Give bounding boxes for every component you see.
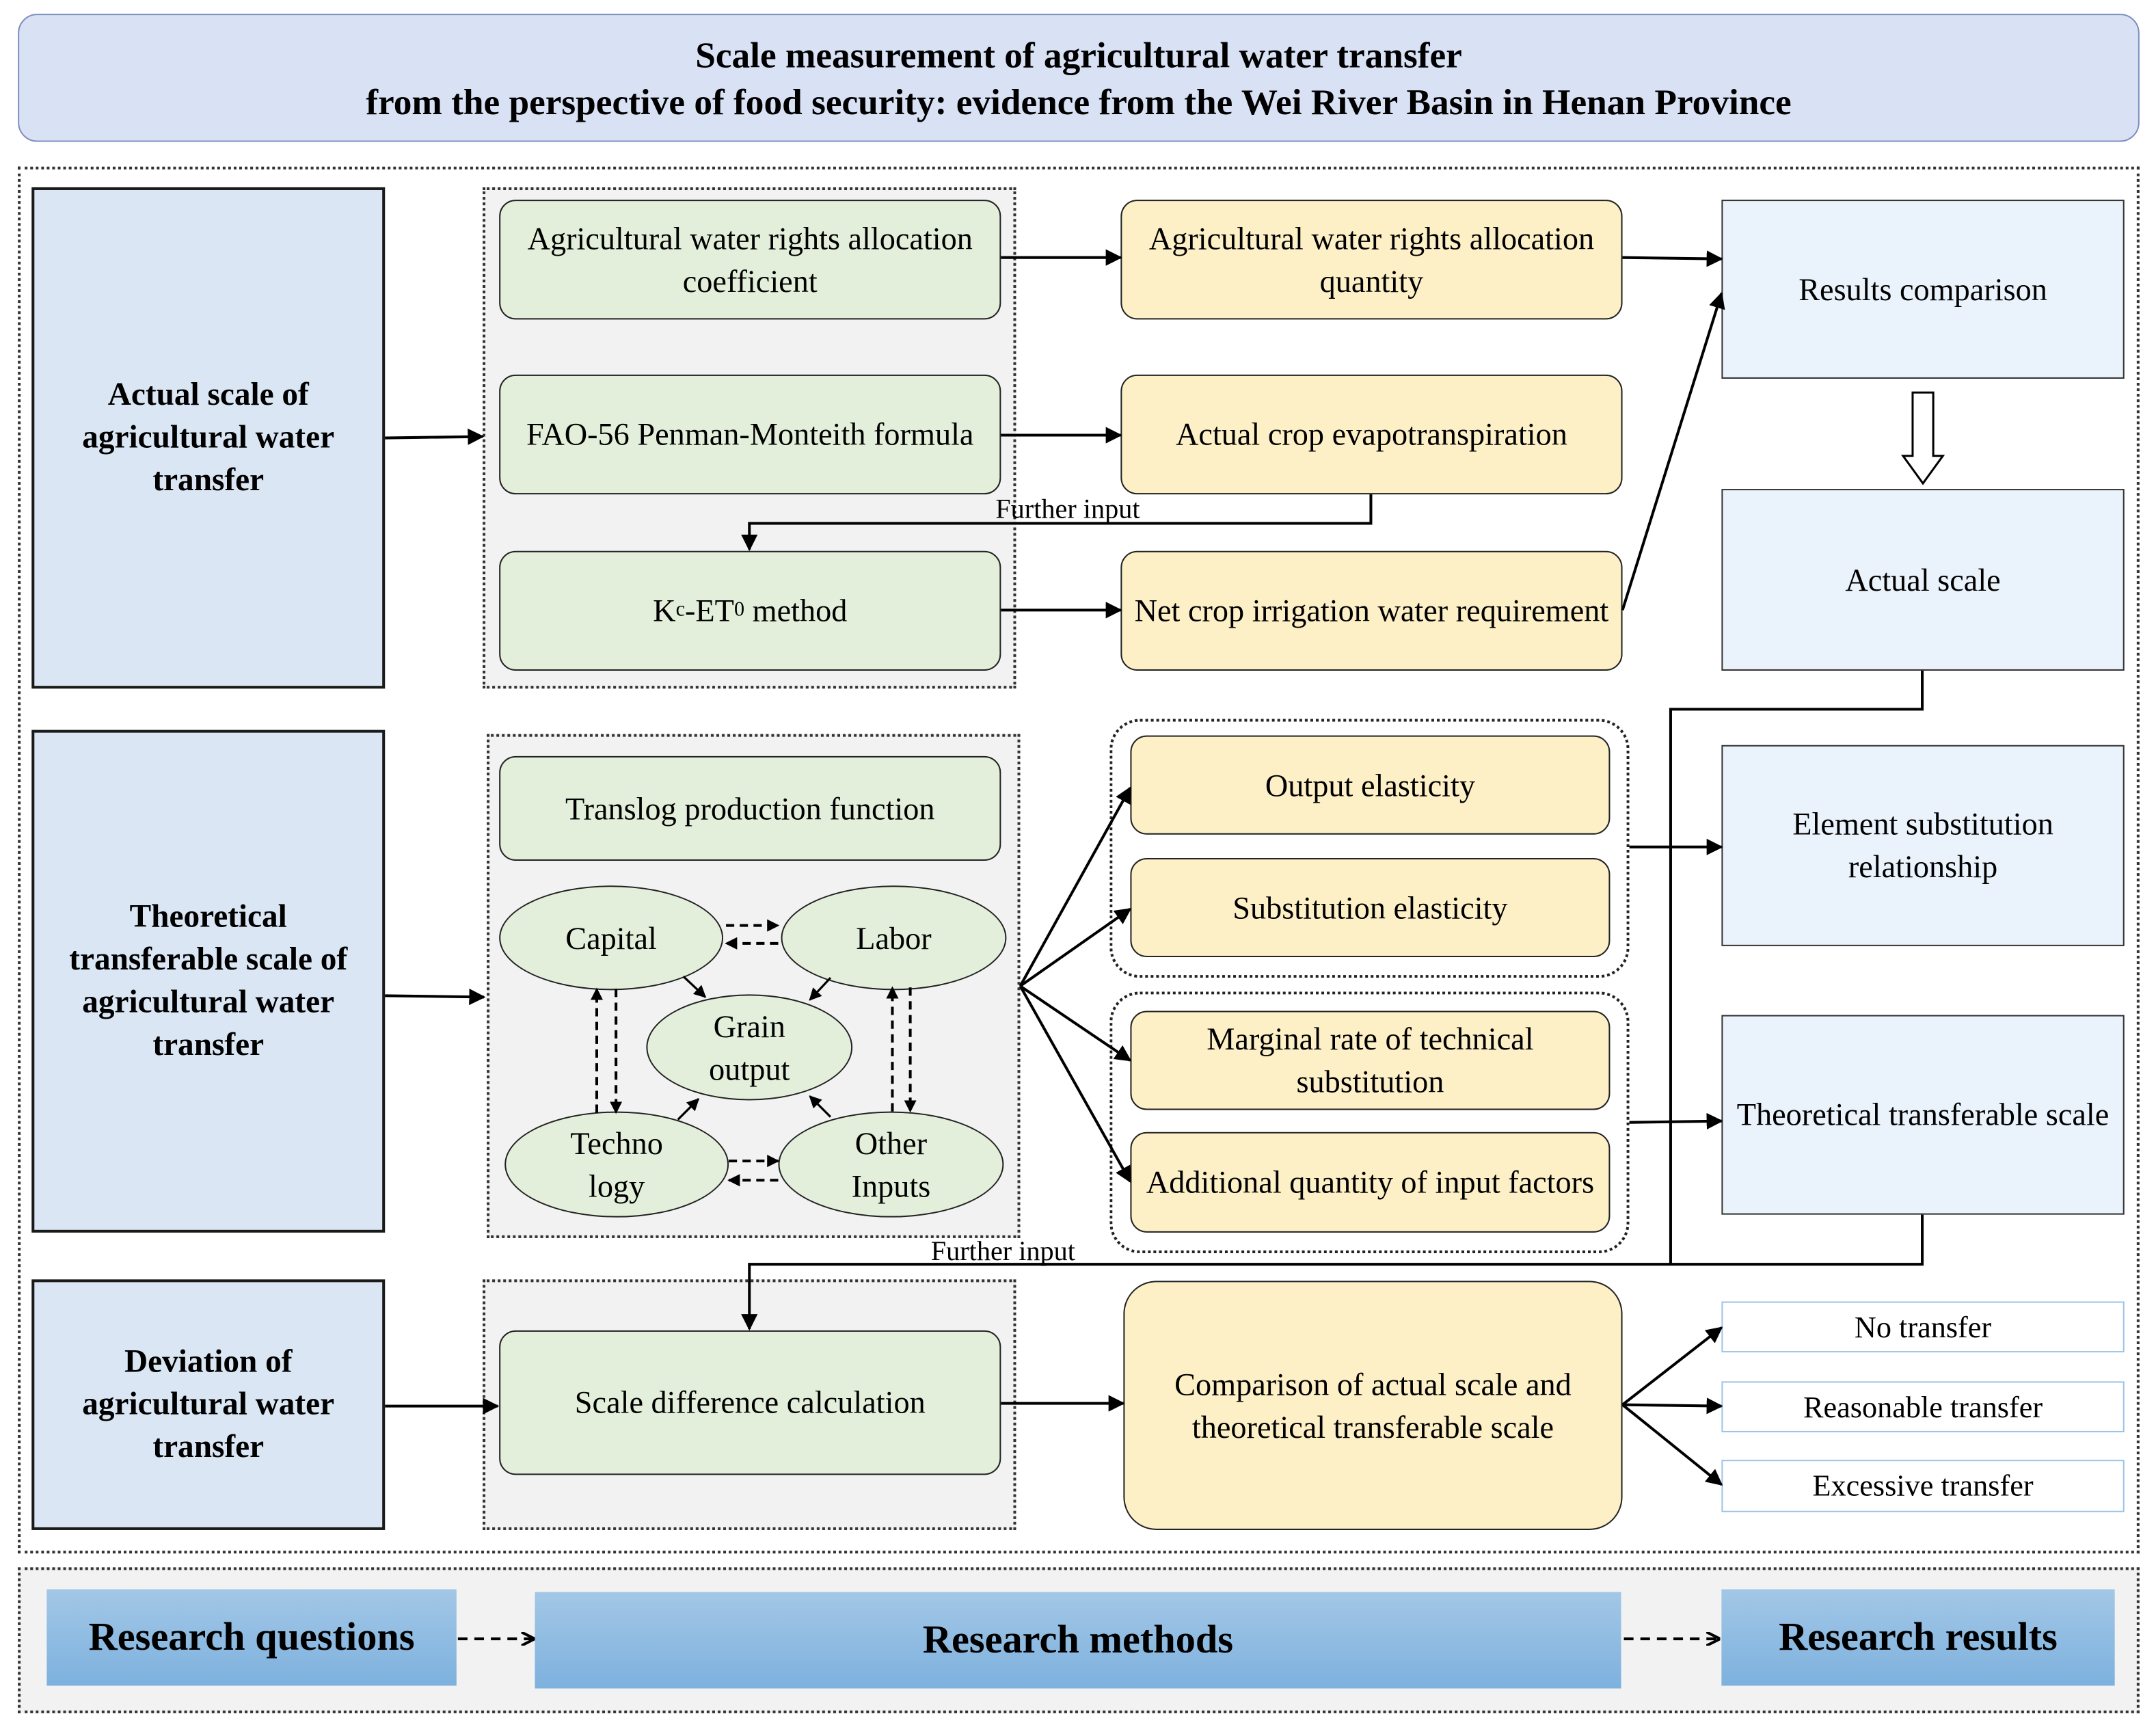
question-actual-scale: Actual scale of agricultural water trans… — [31, 187, 386, 689]
output-net-irrigation: Net crop irrigation water requirement — [1120, 550, 1623, 671]
legend-research-questions: Research questions — [46, 1589, 457, 1686]
arrow-q1-methods — [385, 428, 485, 445]
method-fao56: FAO-56 Penman-Monteith formula — [499, 374, 1001, 495]
oval-capital: Capital — [499, 885, 724, 991]
result-actual-scale: Actual scale — [1721, 489, 2125, 671]
arrow-other-grain — [809, 1095, 832, 1118]
method-scale-difference: Scale difference calculation — [499, 1330, 1001, 1475]
arrow-further-input-2 — [741, 1214, 1924, 1331]
arrow-techno-grain — [677, 1098, 700, 1121]
kc-k: K — [653, 593, 676, 628]
arrow-fan-mrts — [1019, 985, 1132, 1062]
arrow-q2-methods — [385, 989, 486, 1006]
output-actual-et: Actual crop evapotranspiration — [1120, 374, 1623, 495]
kc-et: -ET — [684, 593, 734, 628]
arrow-irrigation-results — [1621, 291, 1725, 611]
result-excessive-transfer: Excessive transfer — [1721, 1460, 2125, 1512]
main-frame — [18, 166, 2140, 1554]
result-element-substitution: Element substitution relationship — [1721, 745, 2125, 946]
method-allocation-coefficient: Agricultural water rights allocation coe… — [499, 200, 1001, 320]
arrow-fan-output-elasticity — [1019, 786, 1132, 987]
title-box: Scale measurement of agricultural water … — [18, 14, 2140, 142]
legend-research-results: Research results — [1721, 1589, 2115, 1686]
arrow-comparison-no-transfer — [1621, 1326, 1723, 1406]
arrow-fan-substitution-elasticity — [1019, 907, 1132, 987]
oval-other-inputs: Other Inputs — [778, 1111, 1004, 1218]
result-theoretical-scale: Theoretical transferable scale — [1721, 1015, 2125, 1215]
title-line-2: from the perspective of food security: e… — [366, 80, 1792, 122]
legend-research-methods: Research methods — [535, 1592, 1621, 1689]
question-theoretical-scale: Theoretical transferable scale of agricu… — [31, 729, 386, 1233]
question-deviation: Deviation of agricultural water transfer — [31, 1279, 386, 1530]
et0-sub: 0 — [733, 599, 745, 621]
output-output-elasticity: Output elasticity — [1130, 735, 1611, 835]
kc-method: method — [744, 593, 848, 628]
label-further-input-2: Further input — [930, 1236, 1075, 1268]
label-further-input-1: Further input — [995, 494, 1140, 525]
result-reasonable-transfer: Reasonable transfer — [1721, 1381, 2125, 1432]
oval-technology: Techno logy — [504, 1111, 729, 1218]
output-comparison: Comparison of actual scale and theoretic… — [1123, 1281, 1623, 1530]
arrow-substitution-theoretical-result — [1629, 1112, 1723, 1130]
oval-labor: Labor — [781, 885, 1007, 991]
hollow-down-arrow — [1900, 391, 1945, 485]
title-line-1: Scale measurement of agricultural water … — [695, 34, 1462, 75]
kc-sub: c — [675, 599, 685, 621]
method-translog: Translog production function — [499, 755, 1001, 861]
arrow-comparison-reasonable — [1622, 1397, 1723, 1415]
arrow-further-input-1 — [741, 494, 1373, 552]
output-substitution-elasticity: Substitution elasticity — [1130, 857, 1611, 957]
arrow-quantity-results — [1622, 250, 1723, 267]
oval-grain-output: Grain output — [646, 994, 853, 1101]
arrow-labor-grain — [809, 977, 832, 1001]
result-no-transfer: No transfer — [1721, 1301, 2125, 1353]
result-results-comparison: Results comparison — [1721, 200, 2125, 379]
output-allocation-quantity: Agricultural water rights allocation qua… — [1120, 200, 1623, 320]
output-additional-quantity: Additional quantity of input factors — [1130, 1132, 1611, 1233]
arrow-fan-additional — [1019, 985, 1132, 1183]
arrow-capital-grain — [682, 975, 707, 998]
arrow-comparison-excessive — [1621, 1404, 1723, 1486]
arrow-actual-scale-loop — [1669, 670, 1924, 1265]
